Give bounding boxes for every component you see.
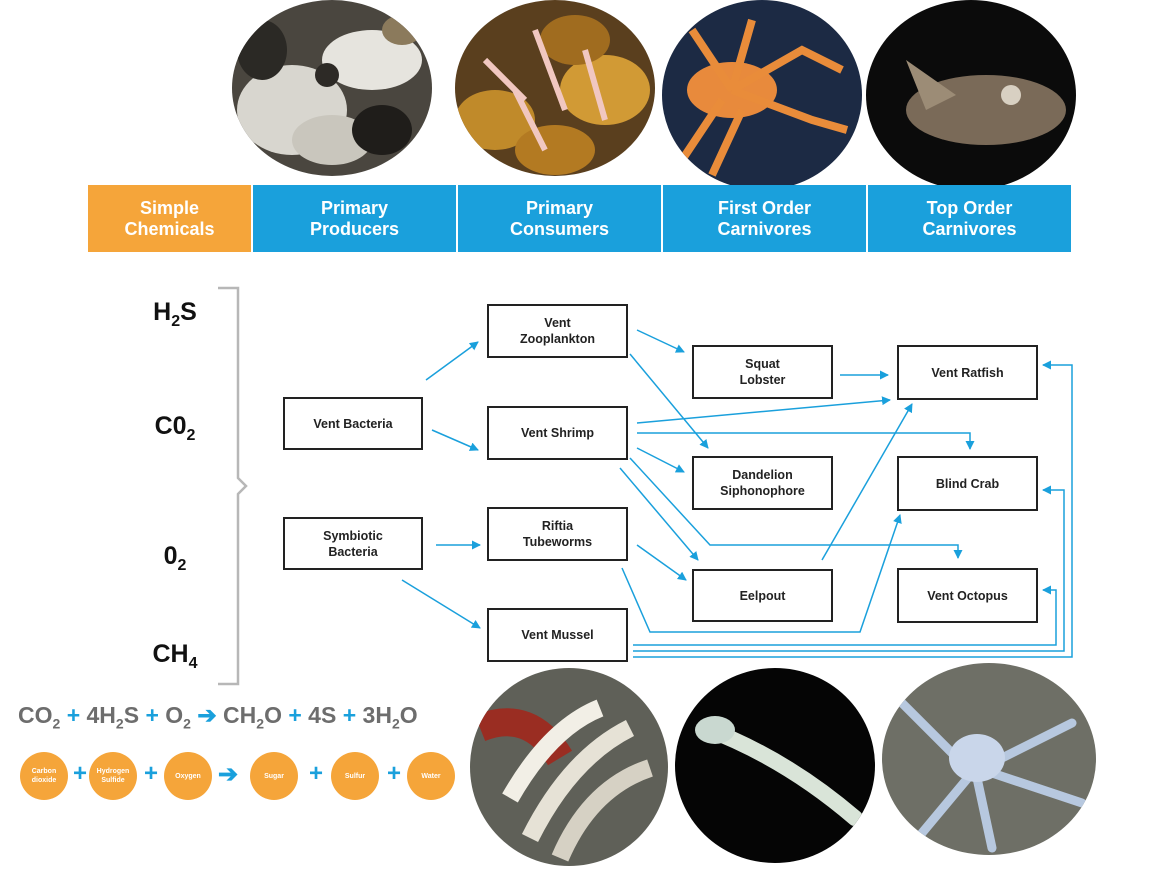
eelpout-photo <box>675 668 875 863</box>
arrow-riftia-eelpout <box>637 545 686 580</box>
node-riftia-tubeworms: Riftia Tubeworms <box>487 507 628 561</box>
word-sulfur: Sulfur <box>331 752 379 800</box>
word-plus-3: + <box>309 760 323 788</box>
arrow-bacteria-shrimp <box>432 430 478 450</box>
arrow-zooplankton-lobster <box>637 330 684 352</box>
word-sugar: Sugar <box>250 752 298 800</box>
octopus-photo <box>882 663 1096 855</box>
node-vent-octopus: Vent Octopus <box>897 568 1038 623</box>
arrow-shrimp-siphonophore <box>637 448 684 472</box>
word-hydrogen-sulfide: Hydrogen Sulfide <box>89 752 137 800</box>
arrow-shrimp-blindcrab <box>637 433 970 449</box>
node-dandelion-siphonophore: Dandelion Siphonophore <box>692 456 833 510</box>
arrow-shrimp-eelpout <box>620 468 698 560</box>
word-carbon-dioxide: Carbon dioxide <box>20 752 68 800</box>
tubeworm-photo <box>470 668 668 866</box>
word-plus-4: + <box>387 760 401 788</box>
word-oxygen: Oxygen <box>164 752 212 800</box>
node-symbiotic-bacteria: Symbiotic Bacteria <box>283 517 423 570</box>
arrow-symbiotic-mussel <box>402 580 480 628</box>
word-plus-1: + <box>73 760 87 788</box>
node-eelpout: Eelpout <box>692 569 833 622</box>
word-arrow: ➔ <box>218 760 238 789</box>
chemicals-bracket <box>218 288 246 684</box>
arrow-bacteria-zooplankton <box>426 342 478 380</box>
arrow-shrimp-ratfish <box>637 400 890 423</box>
word-water: Water <box>407 752 455 800</box>
node-squat-lobster: Squat Lobster <box>692 345 833 399</box>
node-vent-bacteria: Vent Bacteria <box>283 397 423 450</box>
chemosynthesis-equation: CO2 + 4H2S + O2 ➔ CH2O + 4S + 3H2O <box>18 702 418 732</box>
node-vent-mussel: Vent Mussel <box>487 608 628 662</box>
node-vent-zooplankton: Vent Zooplankton <box>487 304 628 358</box>
node-vent-shrimp: Vent Shrimp <box>487 406 628 460</box>
node-blind-crab: Blind Crab <box>897 456 1038 511</box>
word-plus-2: + <box>144 760 158 788</box>
node-vent-ratfish: Vent Ratfish <box>897 345 1038 400</box>
